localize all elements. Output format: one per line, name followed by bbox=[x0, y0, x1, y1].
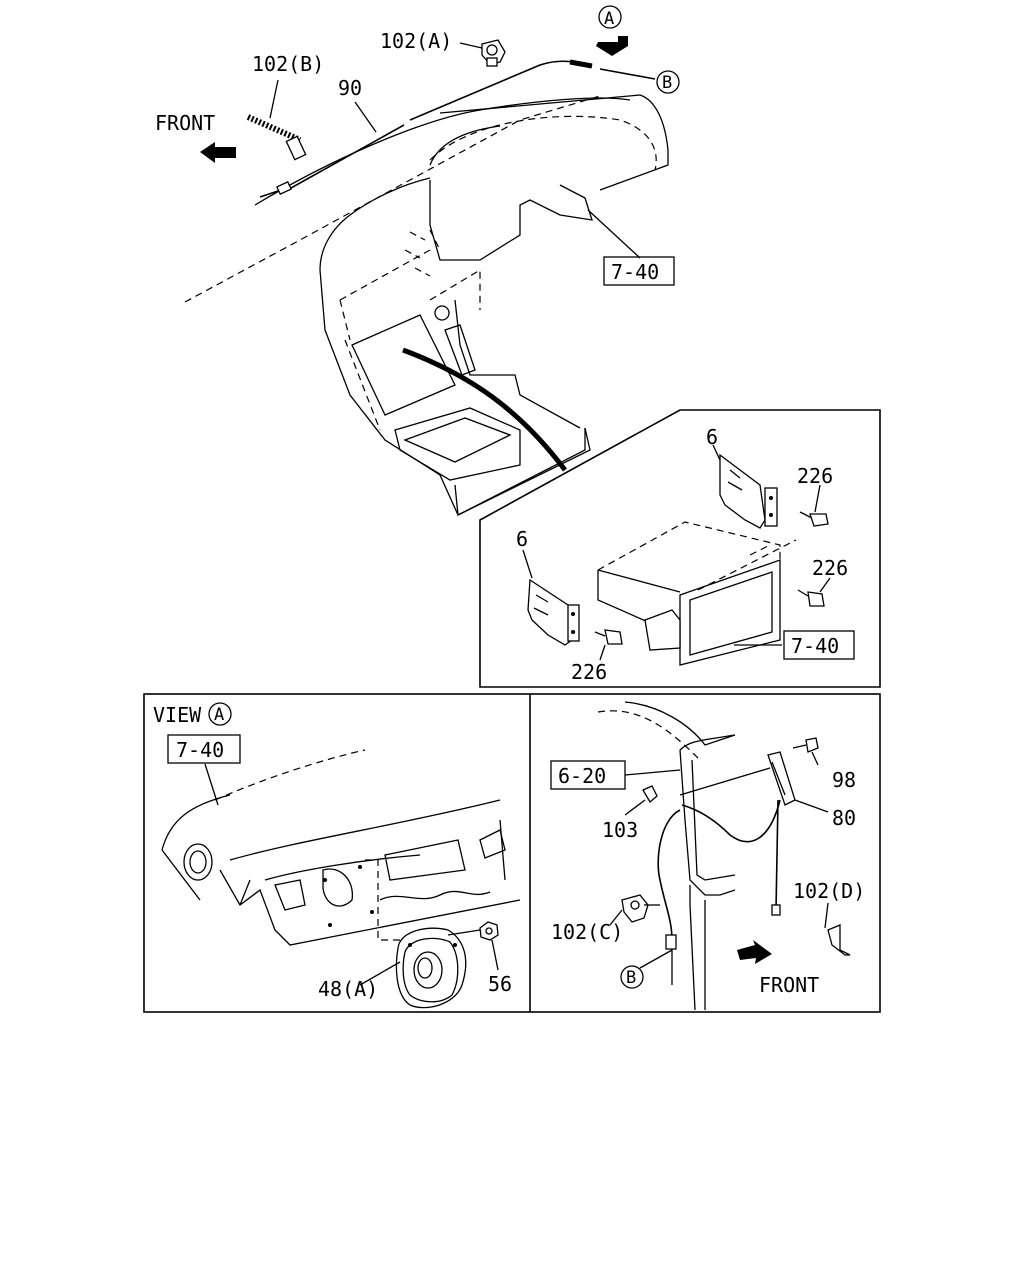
view-a-speaker-panel: VIEW A 7-40 bbox=[153, 702, 521, 1009]
ref-7-40-main-box bbox=[603, 256, 675, 286]
label-102a: 102(A) bbox=[380, 29, 452, 53]
dashboard-main-view: 7-40 FRONT 102(B) 90 102(A) A B bbox=[155, 5, 680, 516]
front-arrow-top-icon bbox=[200, 142, 236, 163]
clip-103-icon bbox=[642, 785, 658, 804]
nut-56-icon bbox=[479, 921, 499, 941]
label-view: VIEW bbox=[153, 703, 202, 727]
clip-102b-icon bbox=[246, 114, 307, 161]
antenna-panel: 6-20 bbox=[550, 701, 865, 1011]
label-102d: 102(D) bbox=[793, 879, 865, 903]
label-6-upper: 6 bbox=[706, 425, 718, 449]
label-102b: 102(B) bbox=[252, 52, 324, 76]
label-226-mid: 226 bbox=[812, 556, 848, 580]
label-226-upper: 226 bbox=[797, 464, 833, 488]
radio-housing-icon bbox=[597, 521, 797, 666]
clip-102a-icon bbox=[481, 39, 506, 67]
label-80: 80 bbox=[832, 806, 856, 830]
label-98: 98 bbox=[832, 768, 856, 792]
ref-7-40-main: 7-40 bbox=[611, 260, 659, 284]
bottom-panels-frame bbox=[143, 693, 881, 1013]
antenna-80-icon bbox=[767, 751, 796, 916]
bracket-lower-icon bbox=[527, 578, 580, 646]
ref-7-40-view: 7-40 bbox=[176, 738, 224, 762]
label-226-lower: 226 bbox=[571, 660, 607, 684]
ref-6-20: 6-20 bbox=[558, 764, 606, 788]
label-102c: 102(C) bbox=[551, 920, 623, 944]
clip-102c-icon bbox=[621, 894, 660, 923]
label-103: 103 bbox=[602, 818, 638, 842]
label-6-lower: 6 bbox=[516, 527, 528, 551]
view-a-arrow-icon bbox=[596, 36, 628, 56]
marker-a-view: A bbox=[214, 705, 224, 725]
ref-7-40-view-box bbox=[167, 734, 241, 764]
radio-bracket-inset: 7-40 6 226 6 226 226 bbox=[479, 409, 881, 688]
ref-7-40-inset-box bbox=[783, 630, 855, 660]
label-48a: 48(A) bbox=[318, 977, 378, 1001]
bolt-226-mid-icon bbox=[797, 589, 825, 607]
label-front-top: FRONT bbox=[155, 111, 215, 135]
ref-7-40-inset: 7-40 bbox=[791, 634, 839, 658]
label-56: 56 bbox=[488, 972, 512, 996]
bolt-226-lower-icon bbox=[594, 629, 623, 645]
speaker-48a-icon bbox=[395, 927, 467, 1009]
marker-b-top: B bbox=[662, 73, 672, 93]
bolt-226-upper-icon bbox=[799, 511, 829, 527]
marker-b-bottom: B bbox=[626, 968, 636, 988]
bracket-upper-icon bbox=[719, 453, 778, 529]
bolt-98-icon bbox=[792, 737, 819, 753]
label-front-bottom: FRONT bbox=[759, 973, 819, 997]
bracket-102d-icon bbox=[827, 924, 851, 956]
front-arrow-bottom-icon bbox=[737, 940, 772, 964]
label-90: 90 bbox=[338, 76, 362, 100]
marker-a-top: A bbox=[604, 9, 614, 29]
